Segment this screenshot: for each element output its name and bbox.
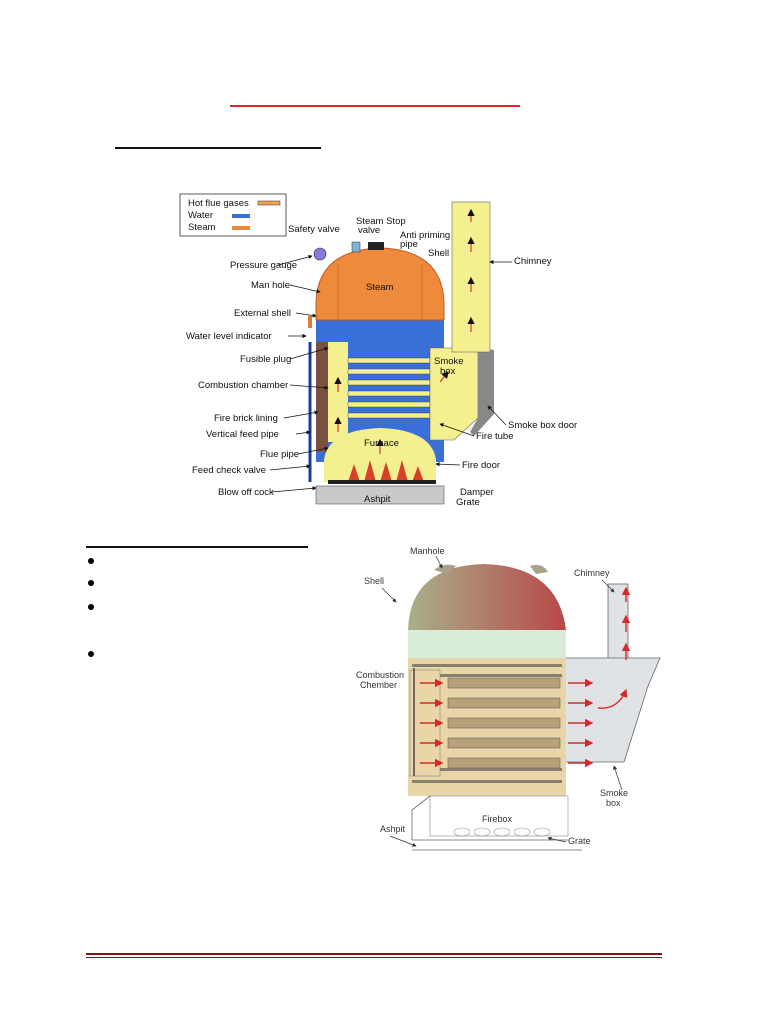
svg-text:Fire brick lining: Fire brick lining xyxy=(214,413,278,424)
smoke-box xyxy=(561,657,661,763)
svg-text:Fire door: Fire door xyxy=(462,460,500,471)
svg-text:Ashpit: Ashpit xyxy=(364,494,391,505)
svg-text:Firebox: Firebox xyxy=(482,814,513,824)
svg-text:Fusible plug: Fusible plug xyxy=(240,354,291,365)
firebox xyxy=(429,795,569,837)
footer-rule xyxy=(86,953,662,955)
fire-tubes xyxy=(447,677,561,769)
legend: Hot flue gases Water Steam xyxy=(179,193,287,237)
svg-text:box: box xyxy=(606,798,621,808)
list-bullet xyxy=(88,558,94,564)
svg-text:Furnace: Furnace xyxy=(364,438,399,449)
list-heading-rule xyxy=(86,546,308,548)
svg-text:Smoke: Smoke xyxy=(434,356,464,367)
svg-text:Pressure gauge: Pressure gauge xyxy=(230,260,297,271)
svg-text:Chimney: Chimney xyxy=(574,568,610,578)
svg-text:Hot flue gases: Hot flue gases xyxy=(188,198,249,209)
steam-stop-valve xyxy=(368,242,384,250)
svg-text:Shell: Shell xyxy=(428,248,449,259)
flue-gas-arrows xyxy=(334,208,475,454)
svg-text:Manhole: Manhole xyxy=(410,546,445,556)
water-level-indicator xyxy=(308,316,312,328)
simplified-boiler-diagram: Manhole Shell Chimney Combustion Chember… xyxy=(356,546,661,851)
svg-text:Anti priming: Anti priming xyxy=(400,230,450,241)
water-dashes xyxy=(412,664,562,783)
svg-text:Blow off cock: Blow off cock xyxy=(218,487,274,498)
svg-text:Steam: Steam xyxy=(366,282,394,293)
svg-text:Shell: Shell xyxy=(364,576,384,586)
furnace xyxy=(324,428,436,482)
svg-text:Ashpit: Ashpit xyxy=(380,824,406,834)
svg-text:Grate: Grate xyxy=(456,497,480,508)
svg-text:box: box xyxy=(440,366,456,377)
svg-text:valve: valve xyxy=(358,225,380,236)
svg-text:Feed check valve: Feed check valve xyxy=(192,465,266,476)
svg-text:Combustion chamber: Combustion chamber xyxy=(198,380,288,391)
list-bullet xyxy=(88,651,94,657)
svg-text:External shell: External shell xyxy=(234,308,291,319)
chimney xyxy=(607,583,629,661)
heading-rule xyxy=(115,147,321,149)
svg-text:Water level indicator: Water level indicator xyxy=(186,331,272,342)
svg-text:Chimney: Chimney xyxy=(514,256,552,267)
pressure-gauge xyxy=(313,247,327,261)
manhole-cap xyxy=(530,564,548,574)
svg-text:Grate: Grate xyxy=(568,836,591,846)
svg-text:Flue pipe: Flue pipe xyxy=(260,449,299,460)
shell-dome xyxy=(408,564,566,630)
svg-text:Combustion: Combustion xyxy=(356,670,404,680)
smoke-box-door xyxy=(470,348,494,436)
cochran-boiler-diagram: Hot flue gases Water Steam xyxy=(179,193,577,508)
svg-text:Smoke: Smoke xyxy=(600,788,628,798)
svg-text:Damper: Damper xyxy=(460,487,494,498)
footer-rule-thin xyxy=(86,957,662,958)
fire-brick-lining xyxy=(316,342,328,452)
svg-text:Smoke box door: Smoke box door xyxy=(508,420,577,431)
svg-text:Safety valve: Safety valve xyxy=(288,224,340,235)
svg-text:Vertical feed pipe: Vertical feed pipe xyxy=(206,429,279,440)
grate-circles xyxy=(453,827,551,837)
svg-text:pipe: pipe xyxy=(400,239,418,250)
svg-text:Man hole: Man hole xyxy=(251,280,290,291)
ashpit-base xyxy=(315,485,445,505)
svg-text:Steam: Steam xyxy=(188,222,216,233)
grate-bars xyxy=(328,480,436,484)
fire-flames xyxy=(348,460,424,482)
safety-valve xyxy=(351,241,361,253)
list-bullet xyxy=(88,604,94,610)
svg-text:Fire tube: Fire tube xyxy=(476,431,514,442)
svg-text:Chember: Chember xyxy=(360,680,397,690)
title-rule xyxy=(230,105,520,107)
gas-flow-arrows xyxy=(420,586,631,768)
steam-space xyxy=(408,630,566,658)
svg-text:Water: Water xyxy=(188,210,213,221)
svg-text:Steam Stop: Steam Stop xyxy=(356,216,406,227)
list-bullet xyxy=(88,580,94,586)
